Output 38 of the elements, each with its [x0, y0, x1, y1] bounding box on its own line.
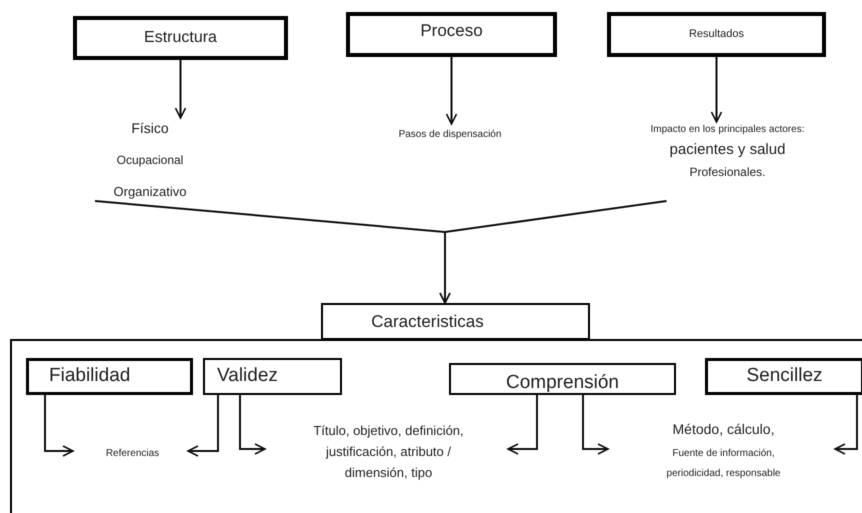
- arrow: [834, 393, 858, 455]
- node-text: pacientes y salud: [670, 140, 786, 160]
- process-box: [321, 303, 590, 340]
- box-title: Proceso: [420, 20, 483, 42]
- process-box: [26, 358, 193, 395]
- arrow: [446, 57, 458, 125]
- arrow: [507, 393, 538, 455]
- process-box: [449, 363, 676, 395]
- node-text: Físico: [131, 119, 169, 138]
- node-text: Título, objetivo, definición, justificación, atributo / dimensión, tipo: [312, 422, 465, 482]
- arrow: [44, 393, 74, 457]
- node-text: Profesionales.: [689, 164, 766, 181]
- box-title: Caracteristicas: [371, 310, 485, 333]
- node-text: Fuente de información, periodicidad, responsable: [666, 446, 782, 480]
- arrow: [439, 200, 667, 304]
- node-text: Pasos de dispensación: [398, 128, 502, 142]
- process-box: [203, 358, 342, 395]
- box-title: Resultados: [688, 27, 744, 42]
- process-box: [705, 358, 862, 395]
- arrow: [239, 393, 266, 455]
- box-title: Comprensión: [506, 370, 619, 395]
- arrow: [174, 60, 186, 119]
- panel-frame: [10, 339, 862, 513]
- process-box: [346, 12, 557, 57]
- node-text: Referencias: [106, 446, 160, 460]
- arrow: [582, 393, 609, 455]
- node-text: Método, cálculo,: [672, 420, 774, 438]
- arrow: [187, 393, 219, 457]
- box-title: Sencillez: [746, 364, 823, 388]
- box-title: Fiabilidad: [49, 364, 130, 388]
- box-title: Estructura: [144, 28, 217, 48]
- node-text: Impacto en los principales actores:: [650, 123, 804, 137]
- node-text: Ocupacional: [116, 152, 184, 170]
- process-box: [73, 16, 288, 60]
- arrow: [710, 57, 722, 123]
- process-box: [607, 12, 826, 57]
- box-title: Validez: [217, 364, 278, 388]
- node-text: Organizativo: [114, 182, 186, 201]
